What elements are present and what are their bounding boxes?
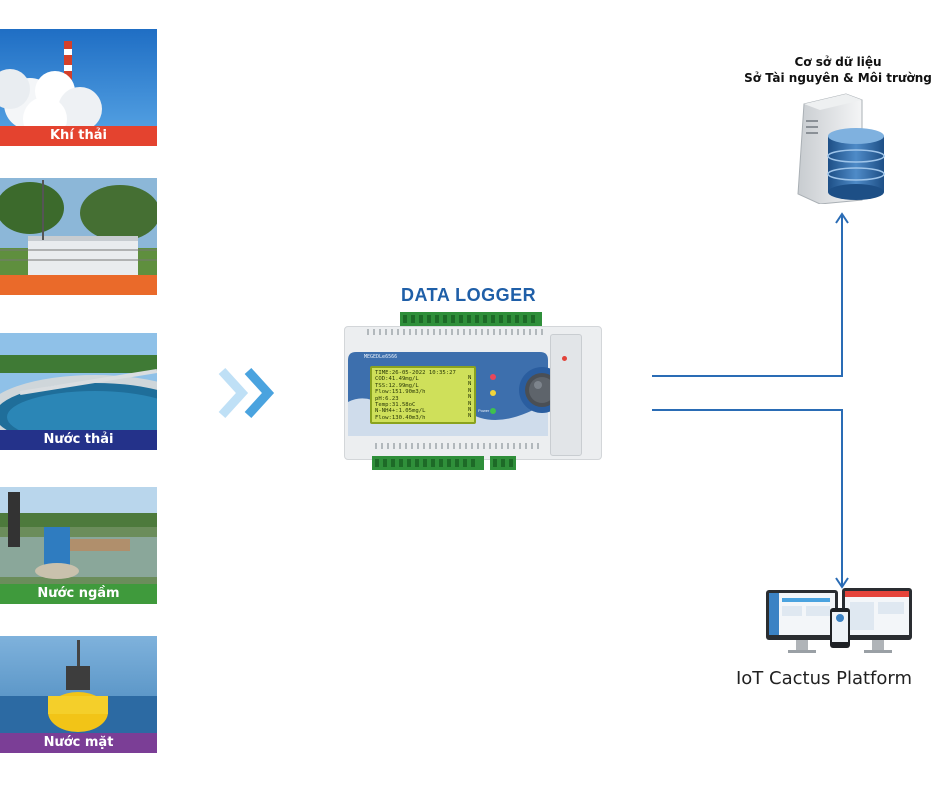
database-title-line2: Sở Tài nguyên & Môi trường [744, 71, 932, 85]
lcd-line: N-NH4+:1.05mg/L [375, 408, 426, 415]
iot-platform-monitors-icon [766, 588, 912, 653]
side-module [550, 334, 582, 456]
lcd-flag: N [468, 381, 472, 388]
database-title-line1: Cơ sở dữ liệu [794, 55, 882, 69]
double-chevron-arrow-icon [218, 367, 275, 419]
lcd-line: TSS:12.99mg/L [375, 382, 419, 389]
bottom-vents [375, 443, 539, 449]
arrowhead-up-icon [835, 212, 849, 224]
power-led [490, 408, 496, 414]
lcd-flag-column: N N N N N N N [468, 375, 471, 420]
lcd-flag: N [468, 400, 472, 407]
source-label: Nước mặt [0, 733, 157, 753]
source-card-nuoc-ngam: Nước ngầm [0, 487, 157, 604]
lcd-flag: N [468, 413, 472, 420]
bottom-terminal-block [372, 456, 516, 470]
database-server-icon [797, 93, 885, 204]
source-card-station [0, 178, 157, 295]
lcd-flag: N [468, 407, 472, 414]
lcd-line: TIME:26-05-2022 10:35:27 [375, 370, 456, 376]
lcd-line: Temp:31.58oC [375, 402, 416, 409]
data-logger-title: DATA LOGGER [401, 285, 537, 305]
lcd-flag: N [468, 394, 472, 401]
power-label: Power [478, 408, 490, 413]
source-label: Nước ngầm [0, 584, 157, 604]
lcd-flag: N [468, 375, 472, 381]
source-card-nuoc-thai: Nước thải [0, 333, 157, 450]
status-led-red [490, 374, 496, 380]
lcd-line: Flow:151.90m3/h [375, 389, 426, 396]
source-label: Khí thải [0, 126, 157, 146]
connector-to-database [652, 215, 843, 377]
wastewater-tank-photo [0, 333, 157, 450]
source-card-khi-thai: Khí thải [0, 29, 157, 146]
data-logger-device: MEGEDLe6566 TIME:26-05-2022 10:35:27 COD… [344, 312, 602, 474]
source-label: Nước thải [0, 430, 157, 450]
source-label [0, 275, 157, 295]
device-vents [367, 329, 543, 335]
device-brand-label: MEGEDLe6566 [364, 354, 398, 360]
lcd-line: pH:6.23 [375, 395, 399, 402]
iot-platform-label: IoT Cactus Platform [735, 668, 912, 689]
lcd-flag: N [468, 387, 472, 394]
lcd-line: Flow:130.40m3/h [375, 414, 426, 421]
side-module-led [562, 356, 567, 361]
source-card-nuoc-mat: Nước mặt [0, 636, 157, 753]
lcd-line: COD:41.49mg/L [375, 376, 419, 383]
lcd-screen: TIME:26-05-2022 10:35:27 COD:41.49mg/L T… [370, 366, 476, 424]
connector-to-platform [652, 409, 843, 586]
top-terminal-block [400, 312, 542, 326]
arrowhead-down-icon [835, 577, 849, 589]
status-led-yellow [490, 390, 496, 396]
